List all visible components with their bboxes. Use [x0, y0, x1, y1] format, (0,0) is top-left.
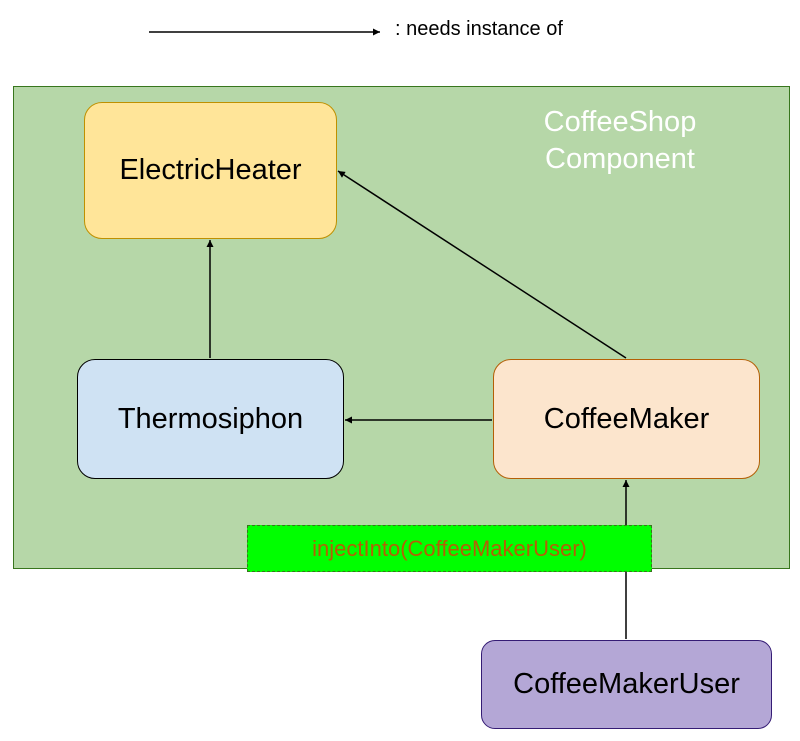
electric-heater-node: ElectricHeater — [84, 102, 337, 239]
component-title-line2: Component — [545, 143, 695, 175]
legend-label: : needs instance of — [395, 18, 563, 40]
coffee-maker-user-node: CoffeeMakerUser — [481, 640, 772, 729]
inject-into-label: injectInto(CoffeeMakerUser) — [247, 525, 652, 572]
coffee-maker-node: CoffeeMaker — [493, 359, 760, 479]
arrow-coffeemaker-to-heater — [337, 170, 627, 359]
component-title: CoffeeShop Component — [520, 104, 720, 178]
component-title-line1: CoffeeShop — [543, 106, 697, 138]
thermosiphon-node: Thermosiphon — [77, 359, 344, 479]
